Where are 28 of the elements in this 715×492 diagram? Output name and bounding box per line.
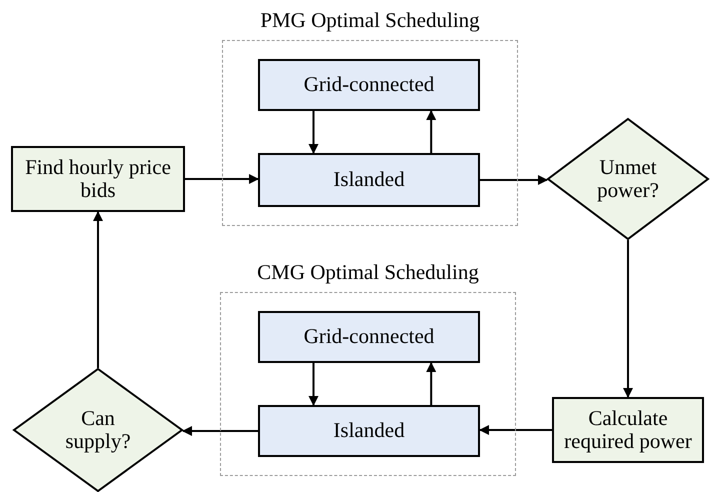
node-label: Islanded <box>333 419 405 443</box>
arrow <box>93 211 103 368</box>
arrow <box>479 425 552 435</box>
group-title: CMG Optimal Scheduling <box>256 260 480 285</box>
arrow <box>480 175 548 185</box>
group-title: PMG Optimal Scheduling <box>259 8 481 33</box>
arrow <box>308 111 318 154</box>
arrow <box>426 110 436 153</box>
process-box <box>11 146 185 212</box>
arrow <box>623 240 633 398</box>
node-label: Can supply? <box>64 406 132 454</box>
node-label: Unmet power? <box>596 156 660 202</box>
process-box <box>258 405 480 457</box>
arrow <box>308 363 318 406</box>
process-box <box>258 59 480 111</box>
arrow <box>185 174 259 184</box>
decision-diamond <box>547 118 709 240</box>
node-label: Calculate required power <box>563 406 693 454</box>
process-box <box>258 153 480 207</box>
arrow <box>426 362 436 405</box>
node-label: Islanded <box>333 168 405 192</box>
node-label: Find hourly price bids <box>24 156 172 202</box>
node-label: Grid-connected <box>304 73 434 97</box>
process-box <box>552 397 704 463</box>
decision-diamond <box>13 368 183 492</box>
process-box <box>258 311 480 363</box>
node-label: Grid-connected <box>304 325 434 349</box>
arrow <box>182 426 258 436</box>
